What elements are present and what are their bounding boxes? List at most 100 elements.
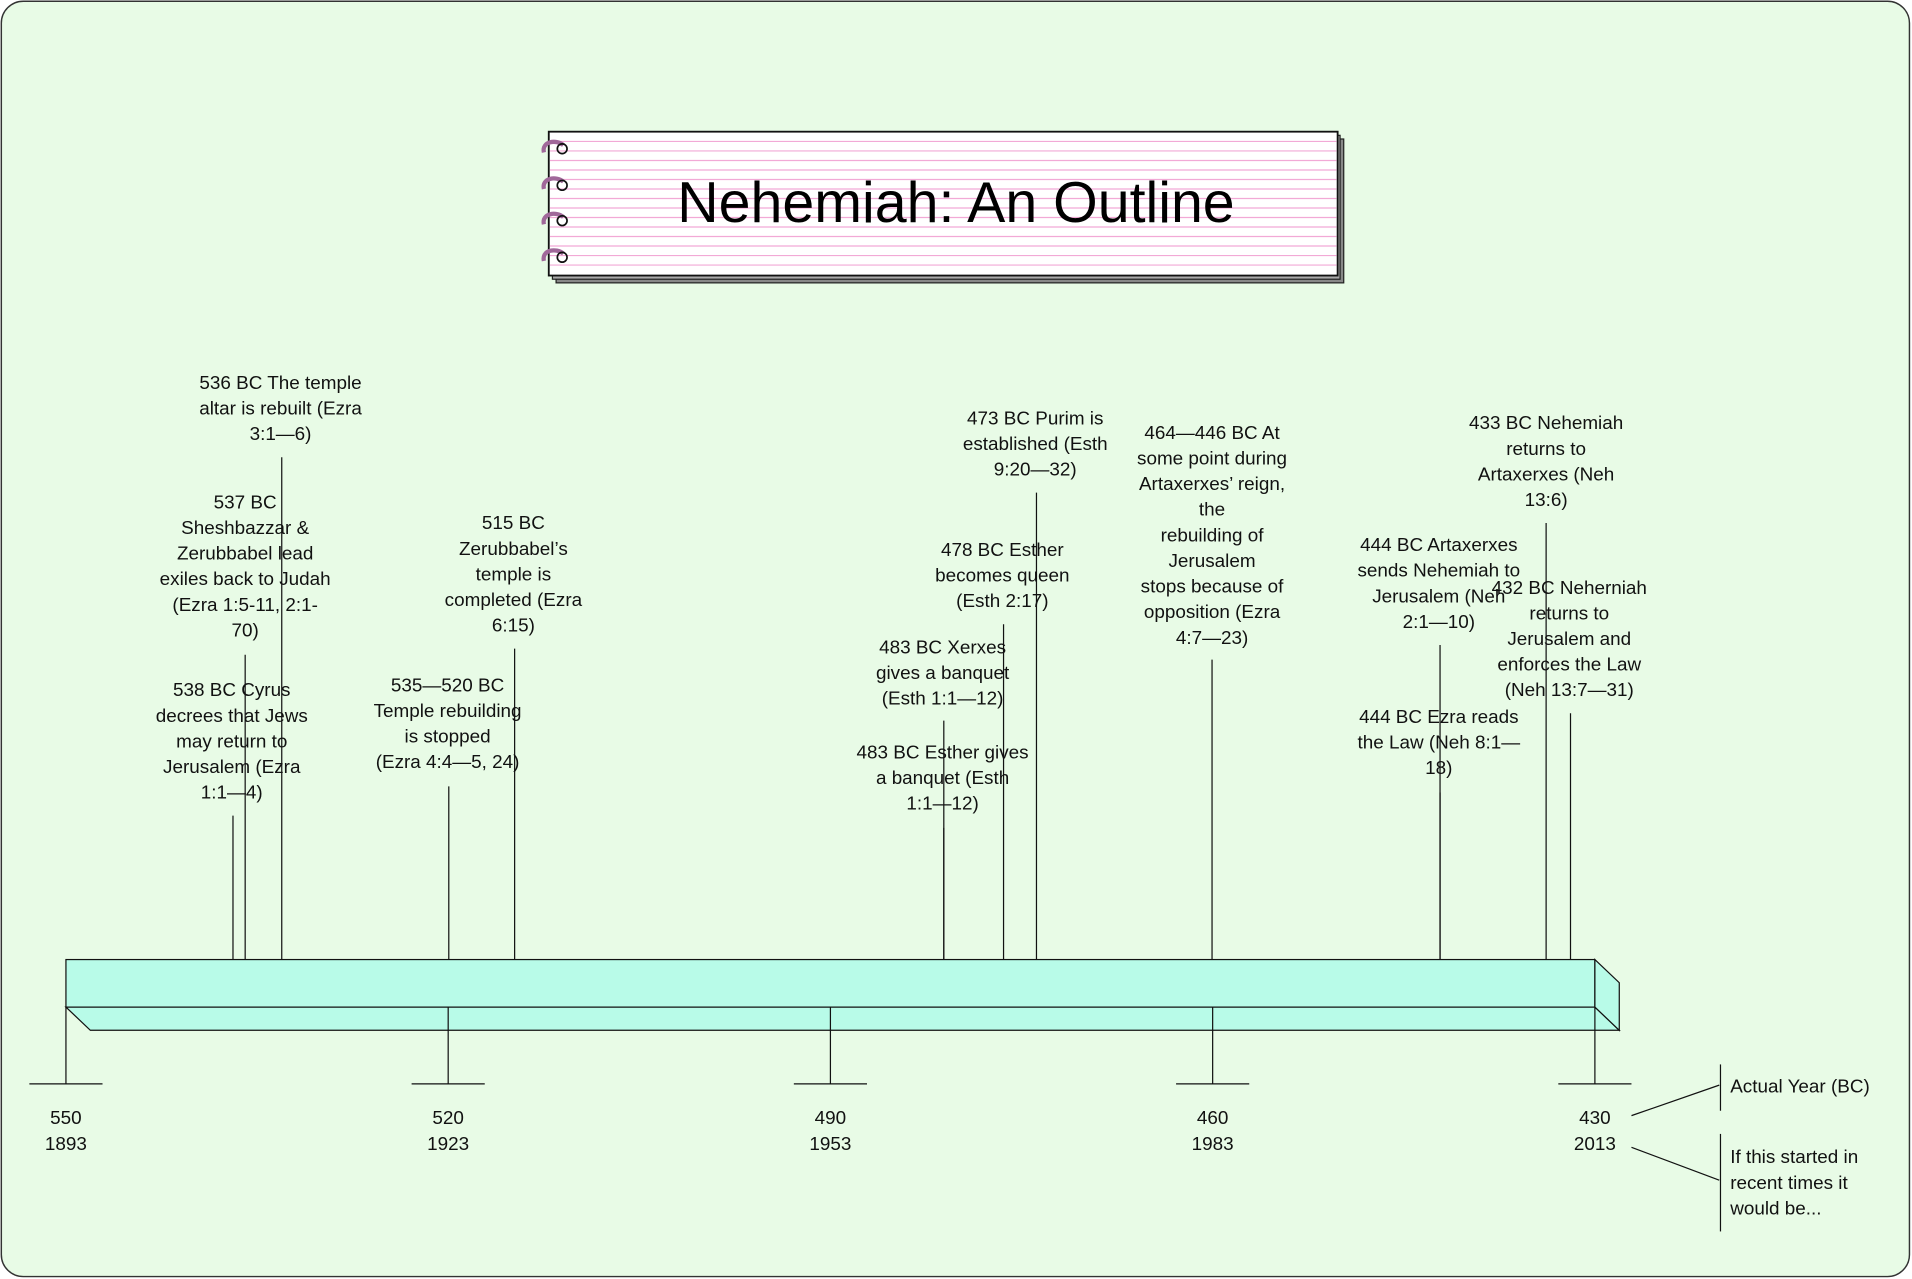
event-label-line: 537 BC xyxy=(214,492,277,513)
event-label-line: Zerubbabel lead xyxy=(177,544,313,565)
spiral-ring-icon xyxy=(541,176,568,192)
event-label-line: Jerusalem (Neh xyxy=(1372,586,1505,607)
event-label-line: 18) xyxy=(1425,758,1452,779)
tick-label-actual: 520 xyxy=(432,1108,464,1129)
notebook-page xyxy=(547,130,1339,277)
event-label-line: 478 BC Esther xyxy=(941,540,1064,561)
event-label-line: sends Nehemiah to xyxy=(1358,561,1521,582)
event-label-line: Artaxerxes’ reign, xyxy=(1139,474,1285,495)
event-label-line: Jerusalem and xyxy=(1507,629,1631,650)
tick-label-modern: 1893 xyxy=(45,1134,87,1155)
event-label-line: gives a banquet xyxy=(876,663,1010,684)
event-label-line: 1:1—12) xyxy=(906,794,978,815)
event-label-line: 1:1—4) xyxy=(201,783,263,804)
event-label-line: the xyxy=(1199,500,1225,521)
event-label-line: 473 BC Purim is xyxy=(967,408,1103,429)
event-label-line: Jerusalem xyxy=(1169,551,1256,572)
event-label-line: 2:1—10) xyxy=(1403,612,1475,633)
page-title: Nehemiah: An Outline xyxy=(677,171,1234,235)
event-label-line: (Neh 13:7—31) xyxy=(1505,680,1634,701)
event-label-line: is stopped xyxy=(405,727,491,748)
legend-pointer-modern xyxy=(1631,1146,1720,1181)
legend-modern-line: would be... xyxy=(1729,1198,1821,1219)
event-label-line: rebuilding of xyxy=(1161,525,1265,546)
spiral-ring-icon xyxy=(541,211,568,227)
spiral-ring-icon xyxy=(541,139,568,155)
event-labels: 536 BC The temple altar is rebuilt (Ezra 3… xyxy=(156,373,1647,815)
event-label-line: the Law (Neh 8:1— xyxy=(1358,733,1521,754)
title-notebook: Nehemiah: An Outline xyxy=(541,130,1345,284)
event-label-line: (Ezra 1:5-11, 2:1- xyxy=(172,595,317,616)
event-label: 433 BC Nehemiah returns to Artaxerxes (Neh… xyxy=(1469,413,1623,511)
event-label-line: altar is rebuilt (Ezra xyxy=(199,399,362,420)
timeline-bar xyxy=(64,958,1621,1032)
event-label-line: Artaxerxes (Neh xyxy=(1478,464,1614,485)
event-label-line: temple is xyxy=(476,564,552,585)
event-label: 537 BC Sheshbazzar & Zerubbabel lead exiles… xyxy=(160,492,331,641)
event-label: 444 BC Artaxerxes sends Nehemiah to Jerusa… xyxy=(1358,535,1521,633)
event-label-line: stops because of xyxy=(1141,577,1284,598)
event-label-line: Jerusalem (Ezra xyxy=(163,757,301,778)
event-label-line: 536 BC The temple xyxy=(199,373,361,394)
event-label-line: 433 BC Nehemiah xyxy=(1469,413,1623,434)
event-label-line: decrees that Jews xyxy=(156,706,308,727)
legend-actual-year: Actual Year (BC) xyxy=(1730,1076,1870,1097)
event-label-line: 3:1—6) xyxy=(250,424,312,445)
event-label-line: returns to xyxy=(1529,603,1609,624)
event-label-line: Zerubbabel’s xyxy=(459,539,568,560)
event-label-line: (Ezra 4:4—5, 24) xyxy=(376,752,520,773)
tick-label-actual: 460 xyxy=(1197,1108,1229,1129)
event-label-line: 515 BC xyxy=(482,513,545,534)
event-label-line: exiles back to Judah xyxy=(160,569,331,590)
event-label-line: 444 BC Artaxerxes xyxy=(1360,535,1517,556)
event-label: 536 BC The temple altar is rebuilt (Ezra 3… xyxy=(199,373,362,445)
event-label: 483 BC Esther gives a banquet (Esth 1:1—12… xyxy=(857,742,1029,814)
legend-pointer-actual xyxy=(1631,1084,1720,1117)
legend-modern-line: If this started in xyxy=(1730,1147,1858,1168)
event-label-line: becomes queen xyxy=(935,566,1069,587)
event-label-line: 535—520 BC xyxy=(391,675,504,696)
event-label-line: a banquet (Esth xyxy=(876,768,1009,789)
event-label-line: completed (Ezra xyxy=(445,590,583,611)
event-leader-lines xyxy=(232,457,1572,960)
event-label-line: enforces the Law xyxy=(1497,655,1641,676)
event-label: 515 BC Zerubbabel’s temple is completed (Ez… xyxy=(445,513,583,636)
event-label: 432 BC Neherniah returns to Jerusalem and e… xyxy=(1492,578,1647,701)
event-label-line: 9:20—32) xyxy=(994,460,1077,481)
timeline-bar-end xyxy=(1594,958,1620,1032)
event-label-line: may return to xyxy=(176,731,287,752)
legend: Actual Year (BC) If this started in rece… xyxy=(1631,1064,1870,1232)
event-label-line: 70) xyxy=(232,620,259,641)
notebook-ruled-lines xyxy=(549,140,1337,266)
event-label: 478 BC Esther becomes queen (Esth 2:17) xyxy=(935,540,1069,612)
tick-label-actual: 490 xyxy=(815,1108,847,1129)
event-label-line: some point during xyxy=(1137,449,1287,470)
event-label-line: (Esth 2:17) xyxy=(956,591,1048,612)
tick-label-modern: 2013 xyxy=(1574,1134,1616,1155)
event-label-line: returns to xyxy=(1506,439,1586,460)
event-label-line: 6:15) xyxy=(492,616,535,637)
tick-label-actual: 430 xyxy=(1579,1108,1611,1129)
event-label-line: opposition (Ezra xyxy=(1144,602,1281,623)
event-label-line: 483 BC Esther gives xyxy=(857,742,1029,763)
legend-modern-line: recent times it xyxy=(1730,1173,1848,1194)
event-label: 538 BC Cyrus decrees that Jews may return … xyxy=(156,680,308,803)
event-label-line: Sheshbazzar & xyxy=(181,518,309,539)
event-label-line: 13:6) xyxy=(1525,490,1568,511)
event-label-line: 432 BC Neherniah xyxy=(1492,578,1647,599)
tick-label-actual: 550 xyxy=(50,1108,82,1129)
timeline-bar-front xyxy=(65,958,1596,1008)
tick-label-modern: 1953 xyxy=(809,1134,851,1155)
event-label-line: 538 BC Cyrus xyxy=(173,680,291,701)
tick-label-modern: 1923 xyxy=(427,1134,469,1155)
event-label-line: 464—446 BC At xyxy=(1144,423,1280,444)
notebook-rings xyxy=(541,139,568,263)
event-label-line: 483 BC Xerxes xyxy=(879,638,1006,659)
